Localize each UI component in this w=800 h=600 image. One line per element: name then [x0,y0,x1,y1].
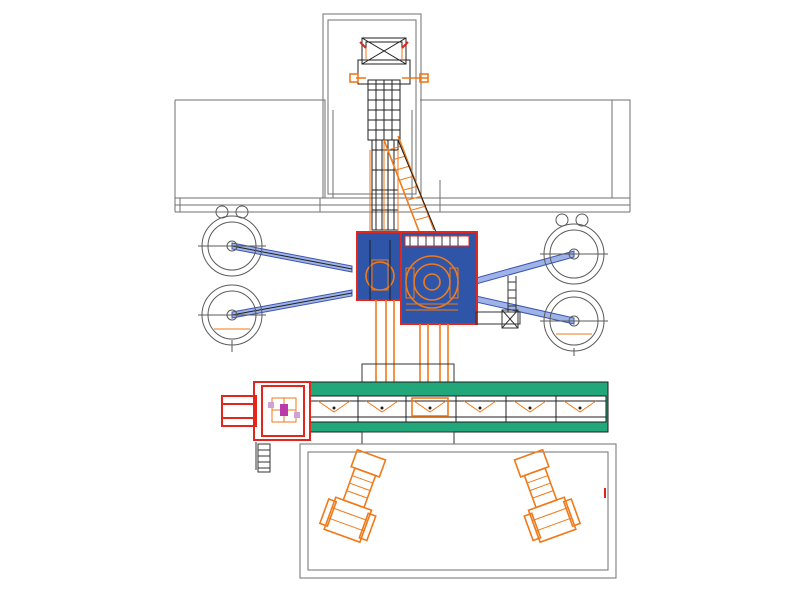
winding-drums-left [198,205,266,352]
hoist-room-left [356,231,404,301]
winding-drums-right [540,213,608,356]
transfer-station [221,381,311,473]
hoist-room-right [400,231,478,325]
inclined-ladder [383,135,437,235]
haul-truck-right [513,448,582,544]
haul-truck-left [318,448,387,544]
loading-pit [299,443,617,579]
headframe [174,13,631,213]
conveyor-belt [307,381,609,445]
access-platform [475,276,521,329]
